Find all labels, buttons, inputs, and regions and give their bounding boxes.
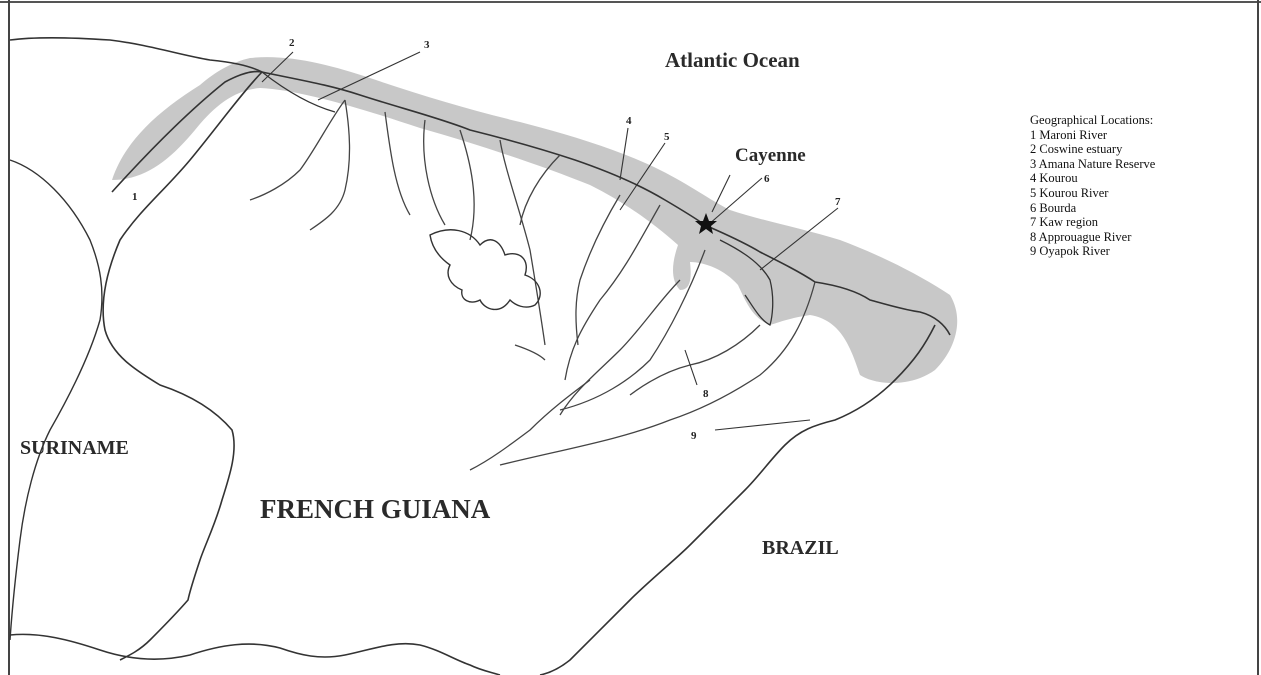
marker-2: 2 [289, 37, 295, 49]
marker-4: 4 [626, 115, 632, 127]
marker-3: 3 [424, 39, 430, 51]
south-border [9, 633, 501, 675]
legend-item: 9 Oyapok River [1030, 244, 1110, 259]
marker-9: 9 [691, 430, 697, 442]
marker-1: 1 [132, 191, 138, 203]
legend-item: 7 Kaw region [1030, 215, 1099, 230]
marker-5: 5 [664, 131, 670, 143]
ocean-label: Atlantic Ocean [665, 48, 800, 72]
cayenne-star-icon [695, 213, 717, 234]
kaw-coast [719, 239, 774, 326]
legend-title: Geographical Locations: [1030, 113, 1154, 127]
country-label-suriname: SURINAME [20, 437, 129, 459]
legend-item: 4 Kourou [1030, 171, 1078, 186]
legend-item: 6 Bourda [1030, 200, 1077, 215]
coastal-band [112, 57, 958, 384]
leader-lines [261, 51, 839, 431]
legend-item: 1 Maroni River [1030, 127, 1108, 142]
west-border [102, 71, 263, 661]
country-label-brazil: BRAZIL [762, 537, 839, 559]
legend-item: 2 Coswine estuary [1030, 142, 1123, 157]
marker-8: 8 [703, 388, 709, 400]
coswine-channel [261, 71, 336, 113]
east-border [539, 324, 936, 675]
legend: Geographical Locations: 1 Maroni River 2… [1030, 113, 1155, 259]
country-label-french-guiana: FRENCH GUIANA [260, 494, 491, 524]
suriname-coast [9, 36, 263, 73]
coastline [111, 70, 951, 336]
marker-7: 7 [835, 196, 841, 208]
legend-item: 3 Amana Nature Reserve [1030, 156, 1156, 171]
suriname-inner-border [9, 159, 103, 641]
legend-item: 5 Kourou River [1030, 185, 1109, 200]
reservoir [429, 229, 541, 311]
legend-item: 8 Approuague River [1030, 229, 1132, 244]
city-label-cayenne: Cayenne [735, 145, 806, 166]
marker-6: 6 [764, 173, 770, 185]
